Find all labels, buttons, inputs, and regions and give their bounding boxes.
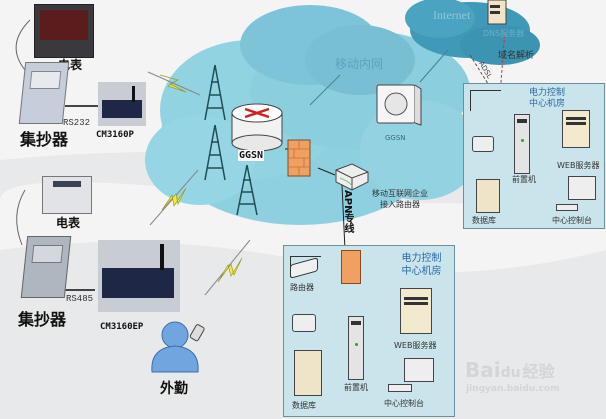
link-apn [341, 184, 346, 251]
console-label: 中心控制台 [552, 216, 592, 225]
console-monitor-icon [404, 358, 434, 382]
cm3160p-modem-icon [98, 82, 146, 126]
field-worker-icon [151, 321, 205, 373]
enterprise-router-label: 移动互联网企业 接入路由器 [372, 189, 428, 209]
keyboard-icon [388, 384, 412, 392]
wireless-signal-icon [149, 169, 199, 226]
web-server-label: WEB服务器 [394, 341, 437, 350]
internet-label: Internet [433, 8, 471, 22]
device-label-cm3160p: CM3160P [96, 130, 134, 140]
power-meter-digital-icon [34, 4, 94, 58]
control-room-top: 电力控制 中心机房 前置机 WEB服务器 数据库 中心控制台 [463, 83, 605, 229]
interface-label-rs485: RS485 [66, 294, 94, 304]
ggsn-router-icon [231, 103, 283, 152]
console-monitor-icon [568, 176, 596, 200]
web-server-label: WEB服务器 [557, 161, 600, 170]
database-label: 数据库 [292, 401, 316, 410]
printer-icon [472, 136, 494, 152]
cell-tower-icon [204, 124, 226, 181]
link-cloud-ggsn [309, 74, 341, 106]
watermark-url: jingyan.baidu.com [466, 384, 560, 394]
device-label-cm3160ep: CM3160EP [100, 322, 144, 332]
control-room-top-title: 电力控制 中心机房 [528, 88, 565, 109]
front-end-server-icon [514, 114, 530, 174]
link-dns-resolution [499, 29, 506, 96]
database-icon [476, 179, 500, 213]
sgsn-server-icon [376, 84, 422, 126]
ggsn-label: GGSN [238, 150, 265, 161]
front-end-label: 前置机 [344, 383, 368, 392]
router-label: 路由器 [290, 283, 314, 292]
front-end-label: 前置机 [512, 175, 536, 184]
collector-meter-icon [18, 62, 70, 124]
mobile-intranet-label: 移动内网 [335, 57, 384, 71]
keyboard-icon [556, 204, 578, 211]
cell-tower-icon [236, 164, 258, 216]
control-room-bottom: 电力控制 中心机房 路由器 前置机 WEB服务器 数据库 中心控制台 [283, 245, 455, 417]
wireless-signal-icon [204, 239, 251, 296]
cell-tower-icon [204, 64, 226, 121]
power-meter-icon [42, 176, 92, 214]
console-label: 中心控制台 [384, 399, 424, 408]
link-internet-adsl [469, 54, 496, 96]
web-server-icon [562, 110, 590, 148]
database-label: 数据库 [472, 216, 496, 225]
collector-meter-icon [20, 236, 72, 298]
front-end-server-icon [348, 316, 364, 380]
cm3160ep-modem-icon [98, 240, 180, 312]
apn-line-label: APN专线 [342, 190, 353, 234]
firewall-icon [287, 139, 311, 177]
field-worker-label: 外勤 [160, 381, 188, 397]
meter-label: 电表 [56, 216, 81, 230]
wireless-signal-icon [147, 71, 201, 96]
dns-server-icon [487, 0, 507, 25]
enterprise-router-icon [335, 163, 369, 191]
database-icon [294, 350, 322, 396]
interface-label-rs232: RS232 [63, 118, 91, 128]
printer-icon [292, 314, 316, 332]
sgsn-label: GGSN [385, 134, 406, 142]
web-server-icon [400, 288, 432, 334]
link-sgsn-internet [419, 49, 449, 83]
firewall-icon [341, 250, 361, 284]
domain-resolution-label: 域名解析 [498, 51, 535, 61]
dns-server-label: DNS服务器 [483, 29, 525, 38]
control-room-bottom-title: 电力控制 中心机房 [401, 253, 442, 277]
collector-label: 集抄器 [18, 310, 67, 329]
collector-label: 集抄器 [20, 130, 69, 149]
